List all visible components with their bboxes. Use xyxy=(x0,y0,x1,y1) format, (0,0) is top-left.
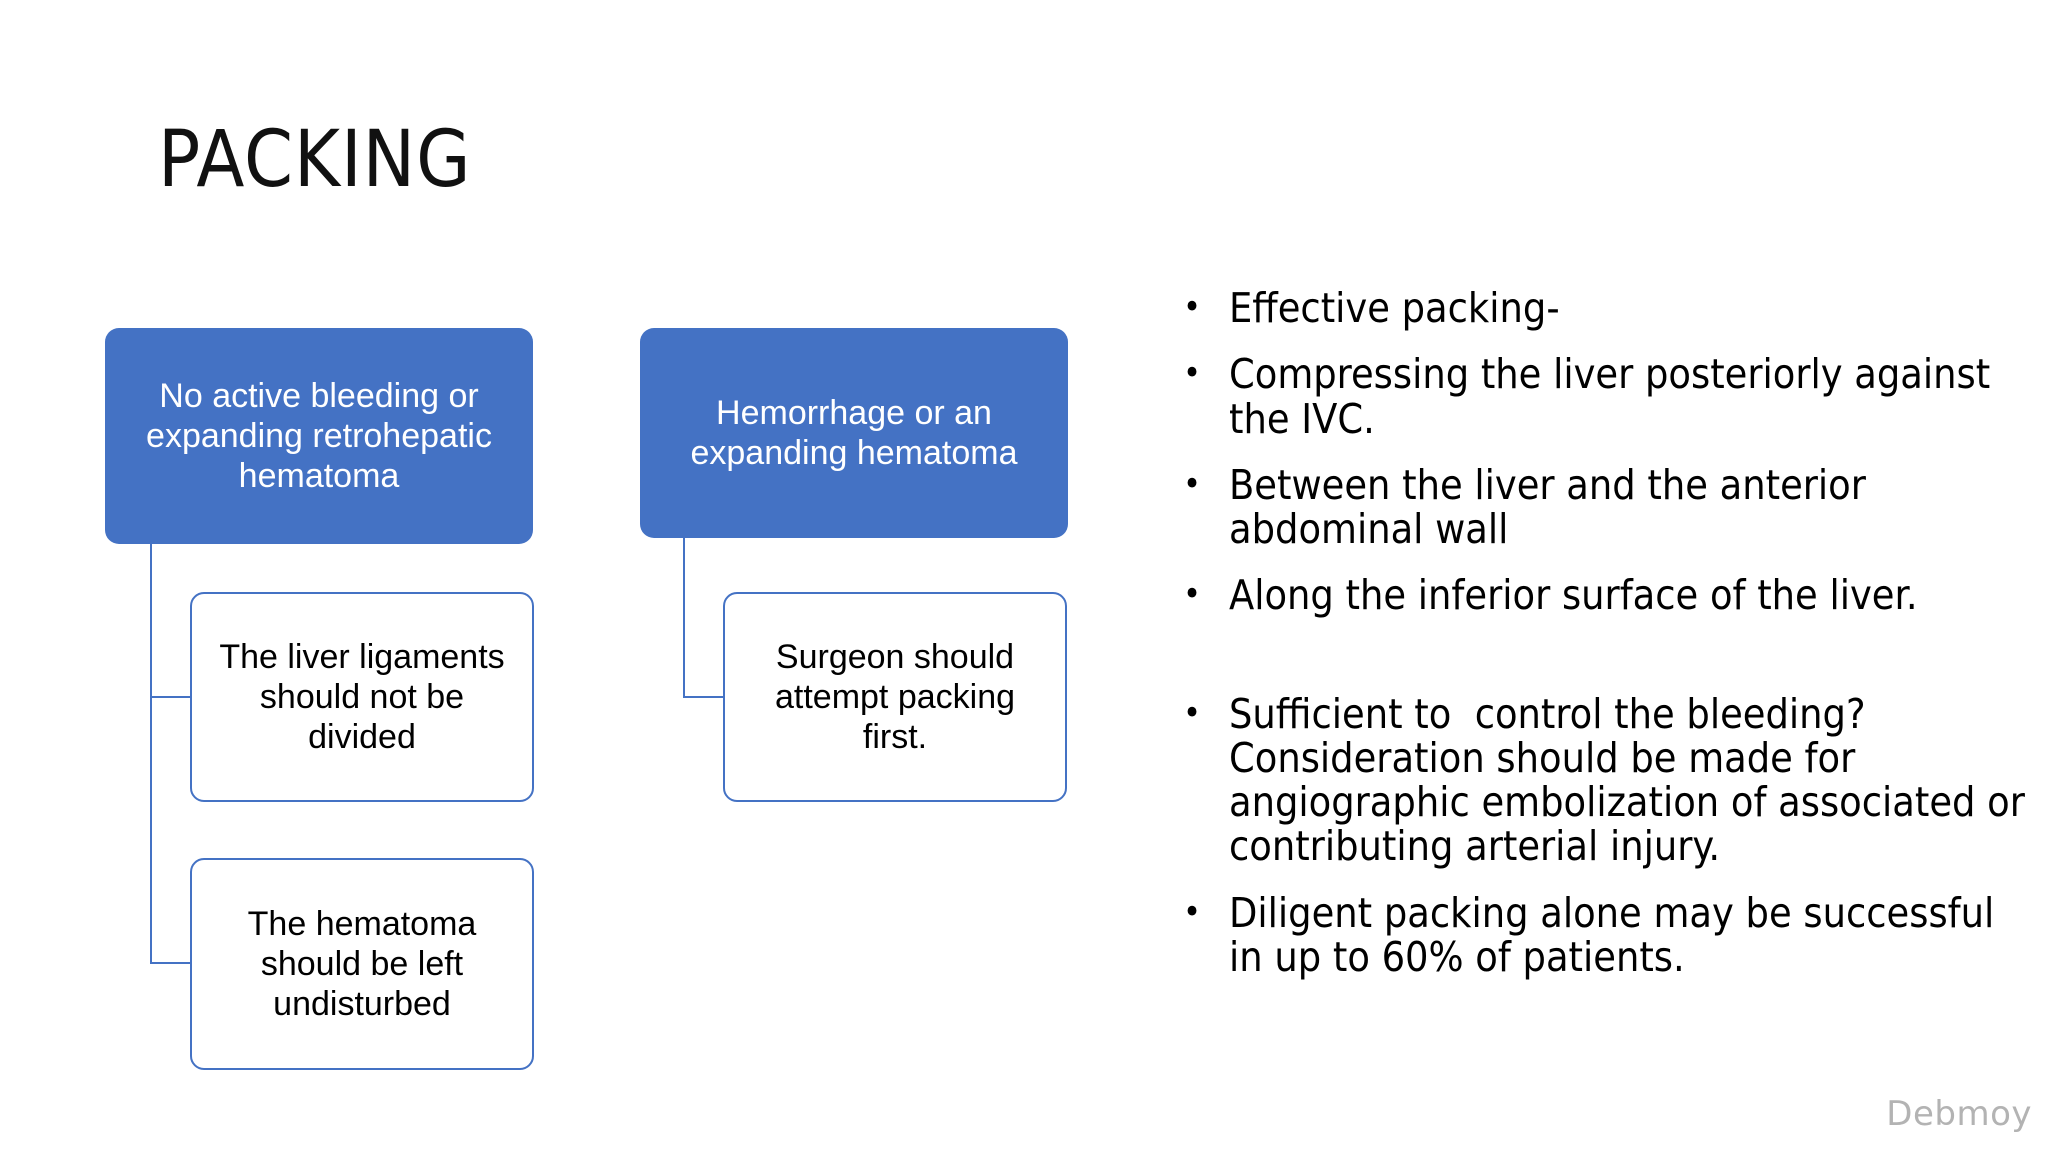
watermark-label: Debmoy xyxy=(1886,1094,2032,1134)
flow-node-surgeon-packing-first[interactable]: Surgeon should attempt packing first. xyxy=(723,592,1067,802)
flow-node-no-active-bleeding[interactable]: No active bleeding or expanding retrohep… xyxy=(105,328,533,544)
flow-node-label: No active bleeding or expanding retrohep… xyxy=(146,376,492,496)
list-item: Along the inferior surface of the liver. xyxy=(1175,573,2035,618)
flow-node-label: The hematoma should be left undisturbed xyxy=(247,904,477,1024)
connector-left-trunk xyxy=(150,544,152,964)
flowchart-diagram: No active bleeding or expanding retrohep… xyxy=(105,328,1068,1070)
connector-left-branch-b xyxy=(150,962,192,964)
page-title: PACKING xyxy=(158,115,472,205)
flow-node-label: Surgeon should attempt packing first. xyxy=(774,637,1016,757)
list-item: Sufficient to control the bleeding? Cons… xyxy=(1175,691,2035,869)
list-item: Effective packing- xyxy=(1175,286,2035,331)
flow-node-liver-ligaments[interactable]: The liver ligaments should not be divide… xyxy=(190,592,534,802)
list-item: Between the liver and the anterior abdom… xyxy=(1175,463,2035,552)
connector-right-trunk xyxy=(683,538,685,698)
list-item: Diligent packing alone may be successful… xyxy=(1175,891,2035,980)
list-item: Compressing the liver posteriorly agains… xyxy=(1175,352,2035,441)
bullet-list: Effective packing- Compressing the liver… xyxy=(1175,286,2035,1001)
flow-node-hemorrhage[interactable]: Hemorrhage or an expanding hematoma xyxy=(640,328,1068,538)
flow-node-label: Hemorrhage or an expanding hematoma xyxy=(690,393,1018,472)
connector-left-branch-a xyxy=(150,696,192,698)
flow-node-label: The liver ligaments should not be divide… xyxy=(219,637,505,757)
connector-right-branch-c xyxy=(683,696,725,698)
flow-node-hematoma-undisturbed[interactable]: The hematoma should be left undisturbed xyxy=(190,858,534,1070)
